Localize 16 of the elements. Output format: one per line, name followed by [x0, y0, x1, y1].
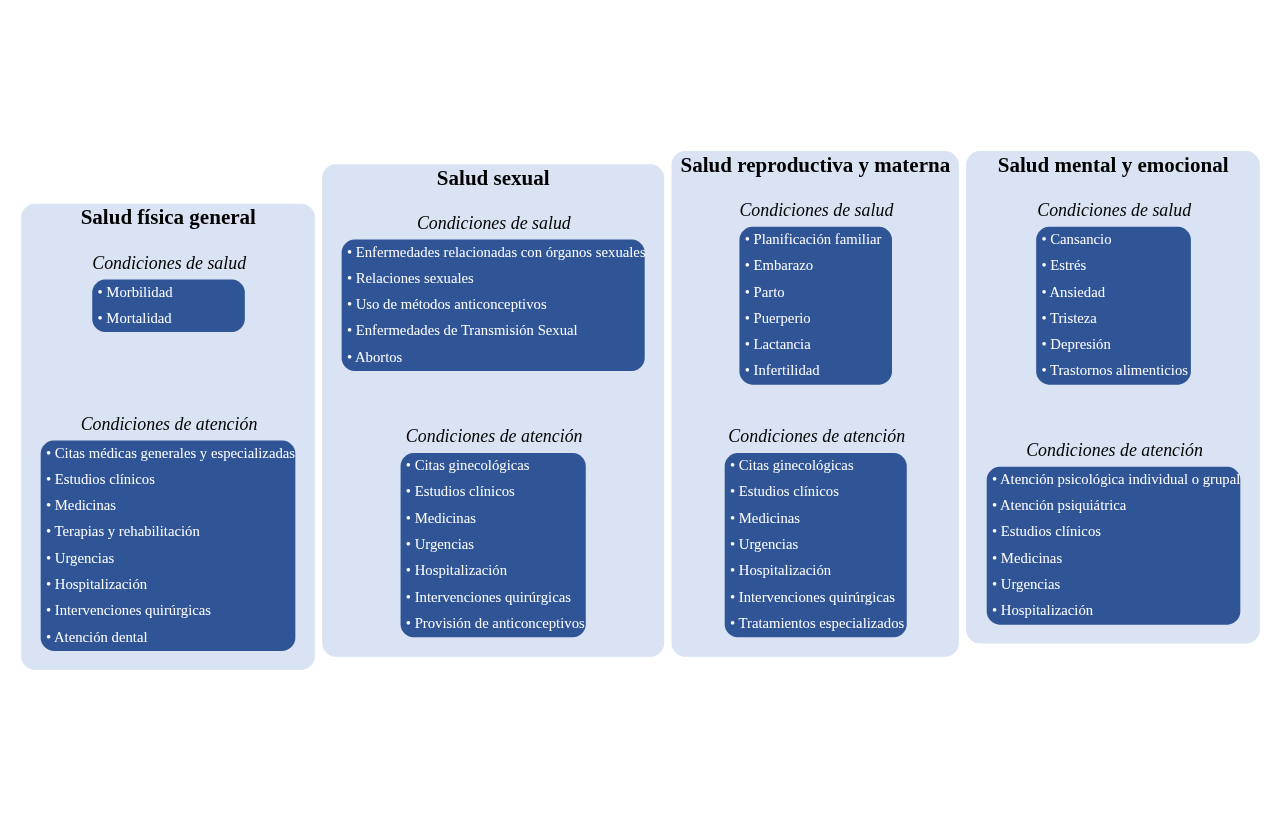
node-label: Condiciones de salud: [1037, 199, 1192, 220]
node-label: Condiciones de atención: [1026, 439, 1203, 460]
node-label: Condiciones de atención: [405, 426, 583, 447]
node-label: Condiciones de salud: [739, 199, 894, 220]
node-label: Condiciones de atención: [728, 426, 906, 447]
node-label: Condiciones de atención: [80, 413, 258, 434]
node-box: • Enfermedades relacionadas con órganos sexuales • Relaciones sexuales • Uso de métodos anticonceptivos • Enfermedades de Transmisión Sexual • Abortos: [341, 239, 645, 372]
node-label: Condiciones de salud: [416, 212, 571, 233]
node-label: Condiciones de salud: [92, 252, 247, 273]
node-box: • Citas ginecológicas • Estudios clínicos • Medicinas • Urgencias • Hospitalización • Intervenciones quirúrgicas • Tratamientos especializados: [724, 453, 907, 638]
node-box: • Morbilidad • Mortalidad: [92, 279, 245, 333]
node-box: • Planificación familiar • Embarazo • Parto • Puerperio • Lactancia • Infertilidad: [739, 226, 892, 385]
node-box: • Cansancio • Estrés • Ansiedad • Tristeza • Depresión • Trastornos alimenticios: [1036, 226, 1191, 385]
node-box: • Citas médicas generales y especializadas • Estudios clínicos • Medicinas • Terapias y rehabilitación • Urgencias • Hospitalización • Intervenciones quirúrgicas • Atención dental: [40, 440, 296, 651]
node-box: • Citas ginecológicas • Estudios clínicos • Medicinas • Urgencias • Hospitalización • Intervenciones quirúrgicas • Provisión de anticonceptivos: [400, 453, 586, 638]
node-box: • Atención psicológica individual o grupal • Atención psiquiátrica • Estudios clínicos • Medicinas • Urgencias • Hospitalización: [986, 466, 1241, 625]
